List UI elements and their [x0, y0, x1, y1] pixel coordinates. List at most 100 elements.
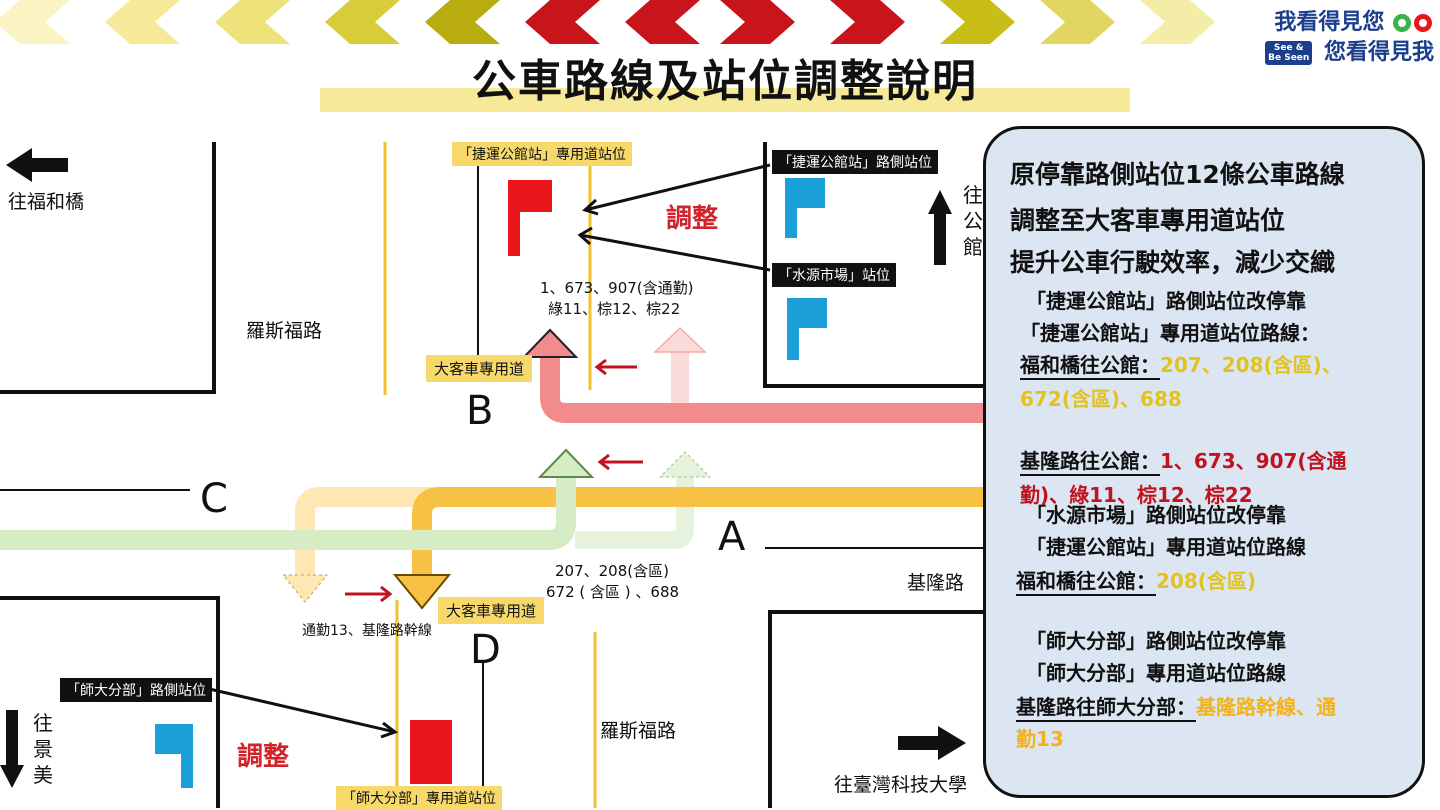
- flag-red-lower-icon: [410, 720, 452, 784]
- s3-dir-label: 基隆路往師大分部：: [1016, 695, 1196, 719]
- pointer-shuiyuan: [577, 226, 771, 272]
- logo-line2: 您看得見我: [1323, 40, 1434, 65]
- route-yellow-arrowhead: [392, 574, 452, 610]
- flag-blue-gongguan-icon: [785, 178, 825, 238]
- old-route-yellow-arrowhead: [281, 574, 329, 603]
- block-bottom-left: [0, 596, 220, 808]
- chevron-8: [720, 0, 795, 44]
- old-route-green-arrowhead: [658, 451, 712, 478]
- routes-red-line1: 1、673、907(含通勤): [540, 279, 694, 297]
- logo-slogan-bottom: See & Be Seen 您看得見我: [1265, 34, 1434, 66]
- route-green-arrowhead: [537, 448, 595, 478]
- s3-line1: 「師大分部」路側站位改停靠: [1026, 629, 1286, 653]
- s1-dir1: 福和橋往公館：207、208(含區)、: [1020, 349, 1342, 378]
- chevron-9: [830, 0, 905, 44]
- chevron-1: [0, 0, 70, 44]
- s2-line1: 「水源市場」路側站位改停靠: [1026, 503, 1286, 527]
- logo-slogan-top: 我看得見您: [1274, 4, 1434, 36]
- s1-routes1b: 672(含區)、688: [1020, 387, 1182, 411]
- s2-dir-label: 福和橋往公館：: [1016, 569, 1156, 593]
- routes-red-line2: 綠11、棕12、棕22: [548, 300, 681, 318]
- red-arrow-lower: [345, 585, 393, 603]
- tag-busway-d: 大客車專用道: [438, 597, 545, 624]
- letter-d: D: [470, 627, 501, 673]
- label-to-jingmei: 往景美: [33, 711, 53, 787]
- page-title: 公車路線及站位調整說明: [472, 56, 978, 107]
- chevron-2: [105, 0, 180, 44]
- old-route-yellow-faded: [295, 487, 560, 575]
- tag-gongguan-roadside: 「捷運公館站」路側站位: [772, 150, 938, 174]
- block-top-left: [0, 142, 216, 394]
- s1-line1: 「捷運公館站」路側站位改停靠: [1026, 289, 1306, 313]
- adjust-label-upper: 調整: [666, 204, 719, 234]
- label-roosevelt-lower: 羅斯福路: [600, 720, 677, 742]
- label-to-gongguan: 往公館: [963, 183, 983, 259]
- chevron-3: [215, 0, 290, 44]
- s1-dir2: 基隆路往公館：1、673、907(含通: [1020, 445, 1347, 474]
- badge-text-bottom: Be Seen: [1268, 53, 1310, 63]
- tag-shuiyuan: 「水源市場」站位: [772, 263, 896, 287]
- flag-red-upper-icon: [508, 180, 552, 256]
- s2-routes: 208(含區): [1156, 569, 1257, 593]
- tag-shida-roadside: 「師大分部」路側站位: [60, 678, 212, 702]
- label-roosevelt-upper: 羅斯福路: [246, 320, 323, 342]
- explanation-panel: 原停靠路側站位12條公車路線 調整至大客車專用道站位 提升公車行駛效率，減少交織…: [983, 126, 1425, 798]
- block-bottom-right: [768, 610, 985, 808]
- s1-routes2b: 勤)、綠11、棕12、棕22: [1020, 483, 1253, 507]
- eyes-icon: [1393, 14, 1432, 32]
- route-map: [0, 142, 985, 808]
- arrow-left-fuhe-icon: [6, 148, 68, 182]
- label-to-ntust: 往臺灣科技大學: [834, 774, 968, 796]
- chevron-5: [425, 0, 500, 44]
- pointer-gongguan-roadside: [582, 163, 771, 216]
- arrow-down-jingmei-icon: [0, 710, 24, 788]
- chevron-banner: [0, 0, 1215, 44]
- routes-yellow-line2: 672 ( 含區 ) 、688: [546, 583, 680, 601]
- s1-routes2a: 1、673、907(含通: [1160, 449, 1347, 473]
- title-highlight-bar: [320, 88, 1130, 112]
- letter-c: C: [200, 476, 228, 522]
- red-arrow-middle: [597, 453, 643, 471]
- tag-gongguan-busway: 「捷運公館站」專用道站位: [452, 142, 632, 166]
- route-yellow: [412, 487, 985, 575]
- s2-dir: 福和橋往公館：208(含區): [1016, 565, 1256, 594]
- route-red-arrowhead: [521, 328, 579, 358]
- old-route-red-arrowhead: [653, 326, 707, 353]
- s3-dir: 基隆路往師大分部：基隆路幹線、通: [1016, 691, 1336, 720]
- adjust-label-lower: 調整: [237, 742, 290, 772]
- letter-b: B: [466, 388, 494, 434]
- routes-orange: 通勤13、基隆路幹線: [302, 623, 432, 639]
- block-top-right: [763, 142, 985, 388]
- label-jilong-rd: 基隆路: [907, 572, 965, 594]
- s3-line2: 「師大分部」專用道站位路線: [1026, 661, 1286, 685]
- tag-shida-busway: 「師大分部」專用道站位: [336, 786, 502, 810]
- panel-head-1: 原停靠路側站位12條公車路線: [1010, 160, 1345, 189]
- chevron-7: [625, 0, 700, 44]
- s2-line2: 「捷運公館站」專用道站位路線: [1026, 535, 1306, 559]
- logo-line1: 我看得見您: [1274, 10, 1385, 35]
- s1-routes1a: 207、208(含區)、: [1160, 353, 1342, 377]
- letter-a: A: [718, 514, 746, 560]
- arrow-up-gongguan-icon: [928, 190, 952, 265]
- chevron-4: [325, 0, 400, 44]
- s3-routes-b: 勤13: [1016, 727, 1064, 751]
- pointer-shida: [204, 686, 399, 739]
- route-red: [540, 355, 985, 423]
- s1-line2: 「捷運公館站」專用道站位路線：: [1020, 321, 1320, 345]
- chevron-6: [525, 0, 600, 44]
- routes-yellow-line1: 207、208(含區): [555, 562, 669, 580]
- label-to-fuhe: 往福和橋: [8, 191, 85, 213]
- badge-text-top: See &: [1273, 43, 1304, 53]
- panel-head-2: 調整至大客車專用道站位: [1010, 206, 1286, 235]
- route-green: [0, 475, 576, 550]
- chevron-10: [940, 0, 1015, 44]
- old-route-green-faded: [575, 475, 694, 549]
- arrow-right-ntust-icon: [898, 726, 966, 760]
- tag-busway-b: 大客車專用道: [426, 355, 533, 382]
- s1-dir2-label: 基隆路往公館：: [1020, 449, 1160, 473]
- s1-dir1-label: 福和橋往公館：: [1020, 353, 1160, 377]
- panel-head-3: 提升公車行駛效率，減少交織: [1010, 248, 1336, 277]
- flag-blue-shida-icon: [155, 724, 193, 788]
- red-arrow-upper: [594, 358, 637, 376]
